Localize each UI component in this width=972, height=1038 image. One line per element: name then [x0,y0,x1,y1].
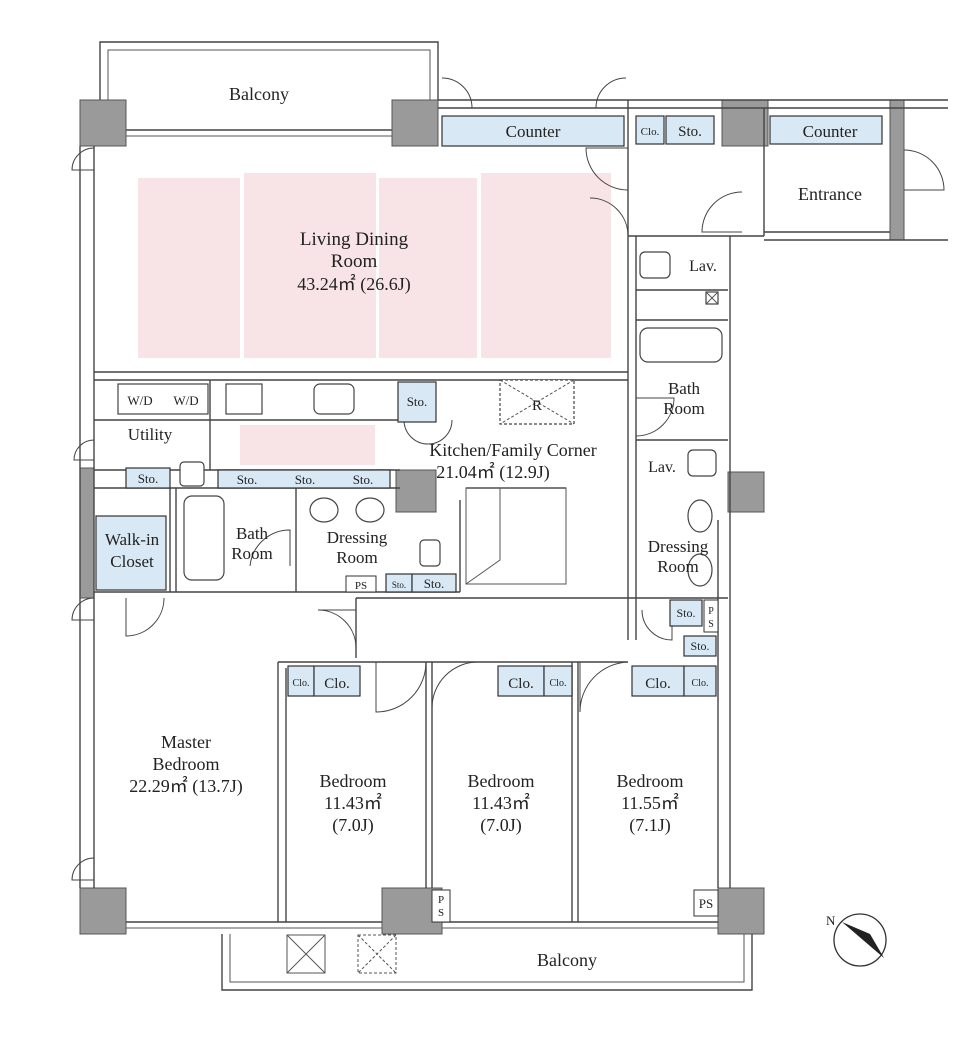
balcony-bottom [221,934,753,991]
ps-label-bottom-2: S [438,907,444,919]
outer-walls [79,99,948,935]
wd-label-1: W/D [127,393,152,408]
clo-label-master: Clo. [324,676,349,692]
kitchen-area: 21.04㎡ (12.9J) [436,461,550,483]
bath-right-label-1: Bath [668,379,701,398]
bedroom-3-label: Bedroom [617,771,684,791]
sto-label-kitchen: Sto. [407,394,428,409]
wd-label-2: W/D [173,393,198,408]
bath-right-label-2: Room [663,399,705,418]
bedroom-1-label: Bedroom [320,771,387,791]
bedroom-2-j: (7.0J) [480,815,522,836]
balcony-top [99,41,439,137]
r-label: R [532,398,542,414]
sto-label-dressing: Sto. [424,576,445,591]
living-dining-label-1: Living Dining [300,229,409,250]
walkin-closet-label-1: Walk-in [105,530,160,549]
fixtures [117,251,723,587]
dressing-right-label-1: Dressing [648,537,709,556]
master-bedroom-label-2: Bedroom [153,754,220,774]
sto-label-right-2: Sto. [690,639,709,653]
entrance-label: Entrance [798,184,862,204]
sto-label-utility: Sto. [138,471,159,486]
bedroom-3-j: (7.1J) [629,815,671,836]
pipe-shafts [345,575,719,923]
balcony-top-label: Balcony [229,84,289,104]
master-bedroom-label-1: Master [161,732,211,752]
counter-left-label: Counter [506,122,561,141]
bath-left-label-1: Bath [236,524,269,543]
lav-label-top: Lav. [689,258,717,275]
clo-label-bed3: Clo. [645,676,670,692]
north-arrow-icon: N [826,913,887,967]
sto-label-entry: Sto. [678,124,702,140]
living-highlight [138,173,611,465]
sto-label-dressing-small: Sto. [392,580,406,590]
bedroom-3-area: 11.55㎡ [621,792,679,813]
bath-left-label-2: Room [231,544,273,563]
svg-text:N: N [826,913,836,928]
door-swings [71,77,945,881]
dressing-left-label-1: Dressing [327,528,388,547]
storage-units [95,115,883,697]
ps-label-bottom-right: PS [699,896,713,911]
bedroom-2-area: 11.43㎡ [472,792,530,813]
ps-label-dressing: PS [355,580,367,592]
utility-label: Utility [128,425,173,444]
dressing-left-label-2: Room [336,548,378,567]
clo-label-bed3-small: Clo. [692,678,709,689]
sto-label-hall-1: Sto. [237,472,258,487]
sto-label-hall-3: Sto. [353,472,374,487]
ps-label-right-2: S [708,619,714,630]
balcony-bottom-label: Balcony [537,950,597,970]
bedroom-1-area: 11.43㎡ [324,792,382,813]
ps-label-bottom-1: P [438,894,444,906]
sto-label-right-1: Sto. [676,606,695,620]
living-dining-label-2: Room [331,251,378,272]
bedroom-2-label: Bedroom [468,771,535,791]
kitchen-label: Kitchen/Family Corner [429,440,596,460]
ps-label-right-1: P [708,606,714,617]
counter-right-label: Counter [803,122,858,141]
clo-label-entry: Clo. [641,126,660,138]
clo-label-bed2-small: Clo. [550,678,567,689]
bedroom-1-j: (7.0J) [332,815,374,836]
walkin-closet-label-2: Closet [110,552,154,571]
clo-label-bed2: Clo. [508,676,533,692]
master-bedroom-area: 22.29㎡ (13.7J) [129,775,243,797]
living-dining-area: 43.24㎡ (26.6J) [297,273,411,295]
dressing-right-label-2: Room [657,557,699,576]
lav-label-mid: Lav. [648,459,676,476]
sto-label-hall-2: Sto. [295,472,316,487]
clo-label-master-small: Clo. [293,678,310,689]
